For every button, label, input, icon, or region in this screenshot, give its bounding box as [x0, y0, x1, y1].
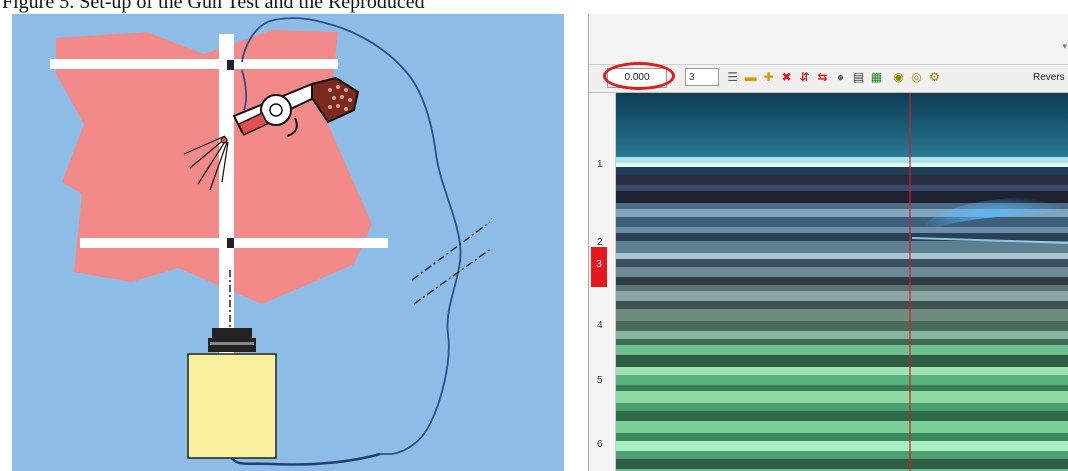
viewer-toolbar: 0.000 3 ☰▬✚✖⇵⇆●▤▦◉◎⚙ Revers	[589, 62, 1068, 93]
ruler-tick: 1	[597, 159, 603, 170]
merge-icon[interactable]: ⇆	[817, 70, 828, 84]
split-icon[interactable]: ⇵	[799, 70, 810, 84]
scan-band	[616, 291, 1068, 301]
grid-icon[interactable]: ▦	[870, 70, 883, 84]
cable-tail	[241, 69, 248, 111]
target-icon[interactable]: ◉	[893, 70, 904, 84]
scan-band	[616, 339, 1068, 345]
test-region-shape	[56, 30, 372, 304]
ring-icon[interactable]: ◎	[911, 70, 922, 84]
ruler-tick: 5	[597, 375, 603, 386]
scan-band	[616, 411, 1068, 421]
scan-band	[616, 191, 1068, 203]
scan-band	[616, 233, 1068, 241]
scan-band	[616, 321, 1068, 331]
print-icon[interactable]: ▤	[852, 70, 865, 84]
cross-icon[interactable]: ✖	[781, 70, 792, 84]
scan-band	[616, 469, 1068, 471]
scan-band	[616, 301, 1068, 309]
scan-band	[616, 217, 1068, 227]
viewer-top-panel: ▾	[589, 14, 1068, 65]
scan-band	[616, 241, 1068, 253]
gun-test-setup-diagram	[12, 14, 564, 471]
signal-cable-icon	[241, 17, 462, 455]
scan-band	[616, 403, 1068, 411]
scan-viewer-window: ▾ 0.000 3 ☰▬✚✖⇵⇆●▤▦◉◎⚙ Revers 1 2 3 4 5 …	[588, 14, 1068, 471]
scan-echo	[911, 195, 1068, 244]
scan-band	[616, 163, 1068, 167]
ruler-tick: 4	[597, 320, 603, 331]
highlight-ring	[603, 62, 675, 90]
scan-band	[616, 259, 1068, 267]
scan-band	[616, 175, 1068, 185]
scan-band	[616, 451, 1068, 459]
scan-band	[616, 277, 1068, 285]
scan-band	[616, 227, 1068, 233]
figure-caption: Figure 5. Set-up of the Gun Test and the…	[2, 0, 425, 13]
gear-icon[interactable]: ⚙	[929, 70, 940, 84]
ruler-tick: 6	[597, 439, 603, 450]
number-input[interactable]: 3	[685, 68, 719, 86]
ruler-marker[interactable]: 3	[591, 247, 607, 287]
scan-band	[616, 167, 1068, 175]
scan-band	[616, 345, 1068, 355]
reverse-label[interactable]: Revers	[1033, 72, 1065, 83]
scan-band	[616, 285, 1068, 291]
align-icon[interactable]: ☰	[727, 70, 738, 84]
scan-band	[616, 391, 1068, 403]
scan-band	[616, 375, 1068, 385]
scan-band	[616, 209, 1068, 217]
scan-band	[616, 385, 1068, 391]
scan-band	[616, 459, 1068, 469]
scan-band	[616, 441, 1068, 451]
ruler-tick: 2	[597, 237, 603, 248]
scan-band	[616, 203, 1068, 209]
revolver-icon	[232, 76, 360, 137]
ruler-marker-label: 3	[596, 259, 602, 270]
scan-image	[616, 93, 1068, 471]
scan-band	[616, 309, 1068, 321]
scan-band	[616, 185, 1068, 191]
scan-bands	[616, 157, 1068, 471]
signal-cable-return	[230, 452, 381, 466]
minus-icon[interactable]: ▬	[744, 70, 757, 84]
scroll-down-icon[interactable]: ▾	[1062, 41, 1067, 51]
sphere-icon[interactable]: ●	[836, 70, 845, 84]
plus-icon[interactable]: ✚	[763, 70, 774, 84]
scan-band	[616, 367, 1068, 375]
break-line-icon	[411, 221, 493, 305]
muzzle-flash-icon	[183, 135, 229, 191]
scan-band	[616, 355, 1068, 367]
scan-band	[616, 267, 1068, 277]
scan-band	[616, 421, 1068, 433]
scan-band	[616, 253, 1068, 259]
scan-band	[616, 157, 1068, 163]
scan-band	[616, 331, 1068, 339]
depth-ruler: 1 2 3 4 5 6	[589, 93, 616, 471]
scan-band	[616, 433, 1068, 441]
sensor-device-icon	[187, 328, 277, 459]
scan-top-band	[616, 93, 1068, 157]
